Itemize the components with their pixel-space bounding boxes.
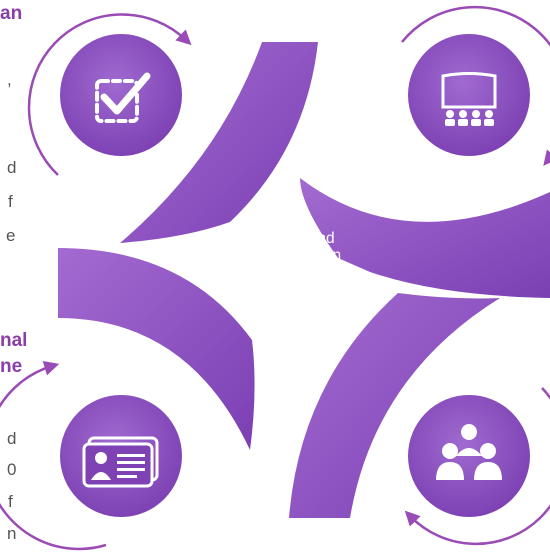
fragment-heading-top: an [0, 3, 23, 24]
blade-right [300, 178, 550, 298]
fragment-e1: e [6, 226, 16, 245]
blade-top [120, 42, 318, 243]
checkbox-icon [95, 72, 151, 123]
blade-left [58, 248, 255, 450]
circle-top-right [408, 34, 530, 156]
fragment-heading-mid-1: nal [0, 330, 28, 351]
fragment-d1: d [7, 158, 17, 177]
arrow-bottom-right [404, 387, 550, 546]
fragment-comma: , [7, 70, 12, 89]
fragment-d2: d [7, 429, 17, 448]
circle-top-left [60, 34, 182, 156]
presentation-screen-icon [441, 72, 497, 126]
center-text: Adjust and optimize it in keeping with t… [254, 230, 342, 315]
arrow-top-right [401, 5, 550, 166]
fragment-f2: f [8, 492, 13, 511]
fragment-n: n [7, 524, 17, 543]
fragment-f1: f [8, 192, 13, 211]
id-card-icon [82, 436, 159, 488]
arrow-top-left [27, 13, 192, 176]
arrow-bottom-left [0, 361, 107, 551]
team-icon [436, 424, 502, 480]
fragment-0: 0 [7, 460, 17, 479]
fragment-heading-mid-2: ne [0, 356, 23, 377]
blade-bottom [289, 293, 500, 518]
